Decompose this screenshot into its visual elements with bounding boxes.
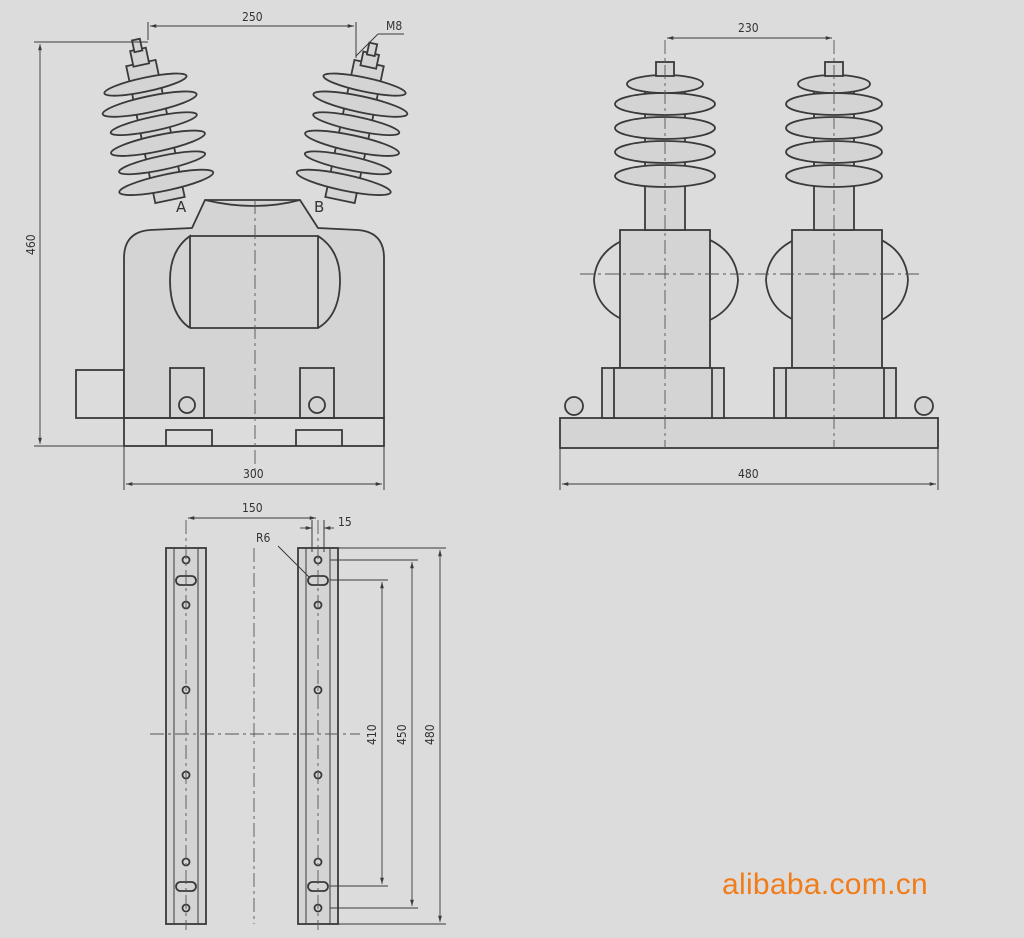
front-foot-right bbox=[295, 429, 343, 446]
insulator-a bbox=[101, 37, 215, 205]
front-body bbox=[123, 199, 385, 419]
dim-text-15: 15 bbox=[338, 515, 352, 529]
front-neck bbox=[204, 199, 301, 207]
side-bolt-left bbox=[564, 396, 584, 416]
front-foot-left bbox=[165, 429, 213, 446]
dim-text-480-side: 480 bbox=[738, 467, 759, 481]
front-bracket-left bbox=[169, 367, 205, 419]
front-base bbox=[123, 417, 385, 447]
front-inner-window bbox=[169, 234, 341, 329]
side-unit-right bbox=[765, 61, 909, 419]
dim-text-250: 250 bbox=[242, 10, 263, 24]
terminal-a-label: A bbox=[176, 198, 187, 216]
front-view: A B 250 M8 460 300 bbox=[24, 10, 409, 490]
rail-left bbox=[165, 547, 207, 925]
dim-text-r6: R6 bbox=[256, 531, 271, 545]
dim-text-480-bottom: 480 bbox=[423, 724, 437, 745]
front-bolt-left bbox=[178, 396, 196, 414]
watermark-text: alibaba.com.cn bbox=[722, 868, 928, 901]
side-bolt-right bbox=[914, 396, 934, 416]
side-terminal-box bbox=[75, 369, 125, 419]
terminal-b-label: B bbox=[314, 198, 324, 216]
dim-text-300: 300 bbox=[243, 467, 264, 481]
dim-text-150: 150 bbox=[242, 501, 263, 515]
dim-text-460: 460 bbox=[24, 234, 38, 255]
dim-text-450: 450 bbox=[395, 724, 409, 745]
side-view: 230 480 bbox=[559, 21, 939, 490]
side-unit-left bbox=[593, 61, 739, 419]
dim-text-410: 410 bbox=[365, 724, 379, 745]
front-bracket-right bbox=[299, 367, 335, 419]
dim-text-230: 230 bbox=[738, 21, 759, 35]
front-bolt-right bbox=[308, 396, 326, 414]
insulator-b bbox=[295, 41, 409, 205]
side-base bbox=[559, 417, 939, 449]
bottom-view: 150 15 R6 410 450 480 bbox=[150, 501, 446, 930]
dim-text-m8: M8 bbox=[386, 19, 402, 33]
